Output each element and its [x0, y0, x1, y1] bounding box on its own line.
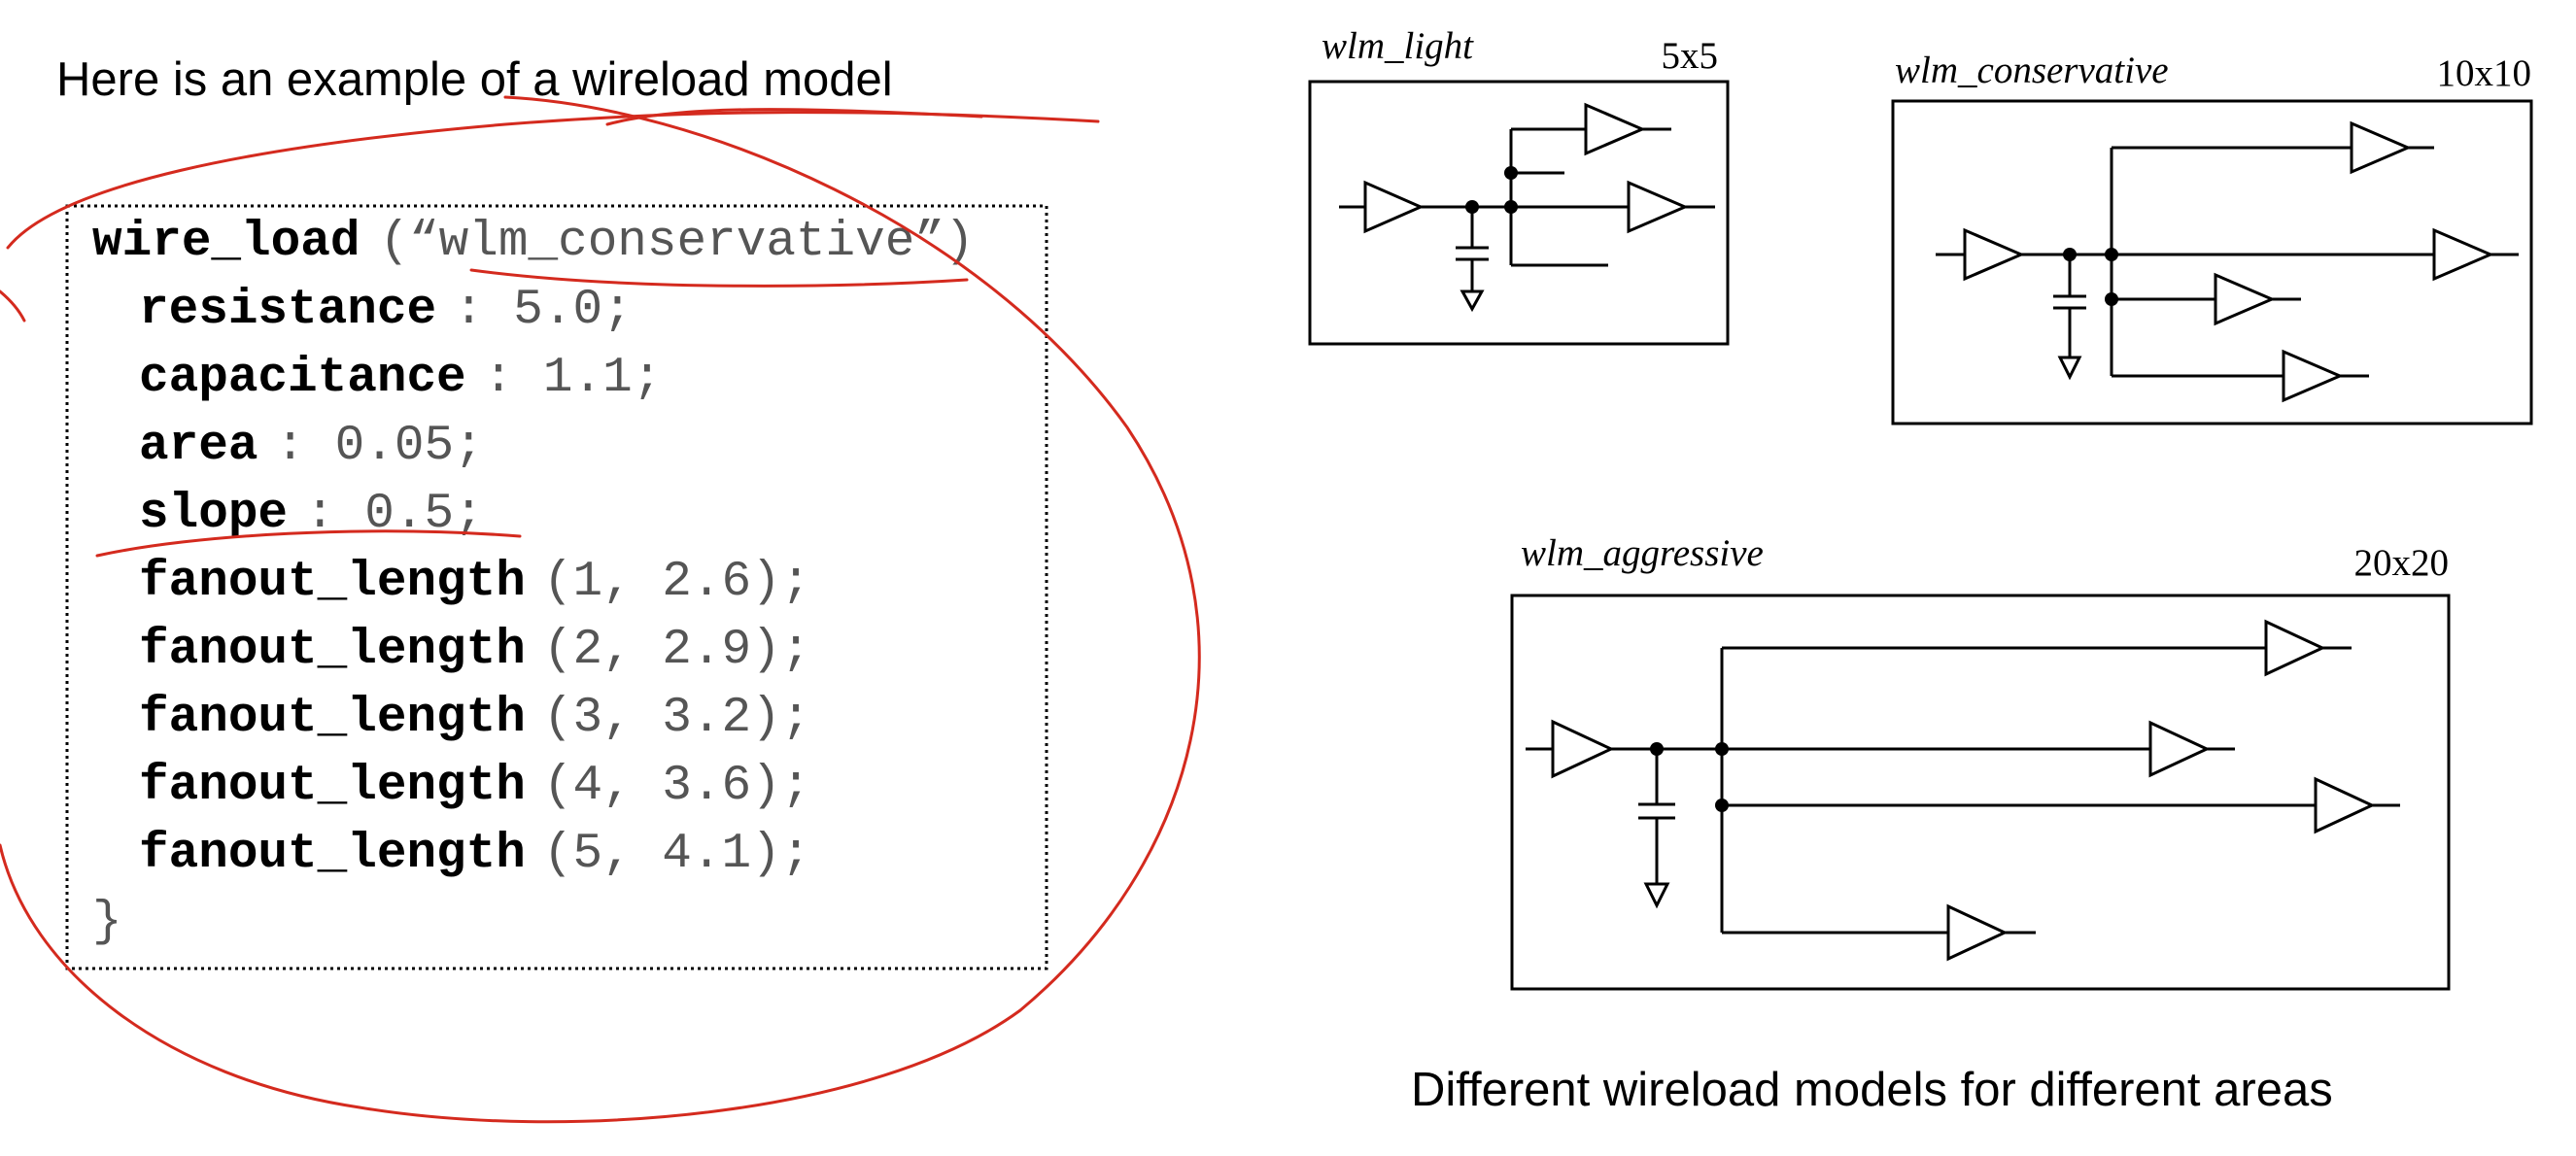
junction-dots: [1650, 742, 1729, 812]
attr-name: resistance: [139, 283, 436, 338]
circuit-aggressive: [1526, 619, 2400, 962]
driver-buffer-icon: [1963, 227, 2025, 282]
junction-dots: [2063, 248, 2118, 306]
fanout-name: fanout_length: [139, 691, 526, 746]
model-frame: [1891, 99, 2533, 425]
load-buffer-icon: [1584, 102, 1646, 156]
diagram-wlm-light: wlm_light 5x5: [1308, 25, 1730, 346]
handwritten-annotations: [0, 95, 1201, 1124]
attr-name: slope: [139, 487, 288, 542]
load-buffer-icon: [1627, 180, 1689, 234]
fanout-value: (1, 2.6);: [543, 555, 810, 610]
attr-name: area: [139, 419, 258, 474]
code-line-fanout-2: fanout_length (2, 2.9);: [139, 623, 810, 678]
attr-value: : 0.05;: [275, 419, 483, 474]
diagram-wlm-conservative: wlm_conservative 10x10: [1891, 50, 2533, 425]
fanout-value: (2, 2.9);: [543, 623, 810, 678]
code-line-fanout-3: fanout_length (3, 3.2);: [139, 691, 810, 746]
ground-icon: [2057, 356, 2082, 381]
load-buffer-icon: [2350, 120, 2412, 175]
code-keyword: wire_load: [92, 215, 360, 270]
fanout-name: fanout_length: [139, 759, 526, 814]
load-buffer-icon: [2432, 227, 2494, 282]
model-size-label: 10x10: [2437, 52, 2532, 94]
model-frame: [1308, 80, 1730, 346]
fanout-name: fanout_length: [139, 623, 526, 678]
attr-value: : 5.0;: [454, 283, 633, 338]
model-size-label: 5x5: [1662, 35, 1719, 77]
code-argument: (“wlm_conservative”): [379, 215, 974, 270]
circuit-conservative: [1936, 120, 2519, 403]
load-buffer-icon: [2214, 272, 2276, 326]
code-block: wire_load (“wlm_conservative”) resistance…: [92, 215, 975, 950]
code-line-area: area : 0.05;: [139, 419, 484, 474]
driver-buffer-icon: [1363, 180, 1425, 234]
fanout-value: (3, 3.2);: [543, 691, 810, 746]
fanout-name: fanout_length: [139, 555, 526, 610]
ground-icon: [1460, 289, 1485, 313]
diagram-caption: Different wireload models for different …: [1411, 1064, 2333, 1116]
annotation-tick: [0, 289, 26, 323]
model-name-label: wlm_light: [1322, 25, 1474, 67]
load-buffer-icon: [1946, 903, 2009, 962]
load-buffer-icon: [2148, 720, 2211, 778]
driver-buffer-icon: [1551, 719, 1615, 779]
attr-name: capacitance: [139, 351, 466, 406]
load-buffer-icon: [2314, 776, 2376, 834]
diagram-wlm-aggressive: wlm_aggressive 20x20: [1510, 532, 2451, 991]
code-line-fanout-4: fanout_length (4, 3.6);: [139, 759, 810, 814]
model-frame: [1510, 594, 2451, 991]
load-buffer-icon: [2264, 619, 2326, 677]
code-line-resistance: resistance : 5.0;: [139, 283, 633, 338]
load-buffer-icon: [2282, 349, 2344, 403]
code-line-fanout-1: fanout_length (1, 2.6);: [139, 555, 810, 610]
code-line-fanout-5: fanout_length (5, 4.1);: [139, 827, 810, 882]
code-block-frame: [65, 204, 1048, 970]
slide-heading: Here is an example of a wireload model: [56, 53, 893, 106]
code-line-capacitance: capacitance : 1.1;: [139, 351, 662, 406]
annotation-circle: [0, 95, 1201, 1124]
junction-dots: [1465, 166, 1518, 214]
model-size-label: 20x20: [2354, 542, 2450, 584]
circuit-light: [1339, 102, 1715, 313]
fanout-value: (4, 3.6);: [543, 759, 810, 814]
fanout-name: fanout_length: [139, 827, 526, 882]
annotation-underline-slope: [95, 529, 522, 558]
annotation-underline-name: [469, 268, 969, 288]
model-name-label: wlm_aggressive: [1521, 532, 1764, 574]
code-closing-brace: }: [92, 895, 122, 950]
code-line-wire-load: wire_load (“wlm_conservative”): [92, 215, 975, 270]
model-name-label: wlm_conservative: [1895, 50, 2169, 91]
fanout-value: (5, 4.1);: [543, 827, 810, 882]
ground-icon: [1643, 882, 1670, 909]
attr-value: : 1.1;: [484, 351, 663, 406]
